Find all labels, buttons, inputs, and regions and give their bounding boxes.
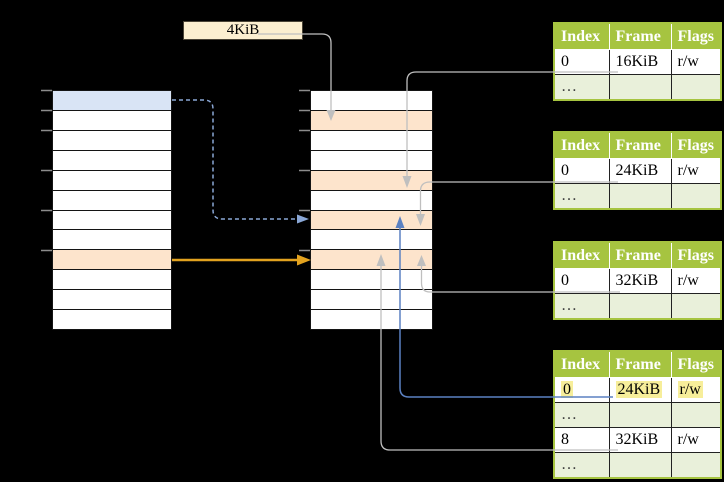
memory-row-white: [53, 289, 171, 310]
virtual-memory-table: [52, 90, 172, 330]
header-frame: Frame: [608, 23, 671, 50]
cell-flags: r/w: [670, 268, 721, 294]
highlighted-value: r/w: [677, 381, 703, 398]
page-table-row: …: [554, 402, 721, 428]
cell-index: 0: [554, 49, 609, 75]
memory-row-white: [311, 189, 432, 210]
cell-flags: r/w: [670, 158, 721, 184]
page-table-row: 0 24KiB r/w: [554, 377, 721, 403]
memory-row-white: [53, 109, 171, 130]
cell-index: …: [554, 183, 609, 209]
memory-row-white: [53, 169, 171, 190]
cell-flags: [670, 293, 721, 319]
cell-frame: [608, 74, 671, 100]
header-flags: Flags: [670, 242, 721, 269]
cell-frame: 24KiB: [608, 158, 671, 184]
cell-frame: 24KiB: [608, 377, 671, 403]
cell-index: 0: [554, 377, 609, 403]
memory-row-white: [53, 309, 171, 330]
memory-row-white: [311, 229, 432, 250]
header-flags: Flags: [670, 351, 721, 378]
memory-row-white: [53, 189, 171, 210]
header-frame: Frame: [608, 132, 671, 159]
memory-row-orange: [311, 209, 432, 230]
memory-row-white: [311, 269, 432, 290]
cell-index: 0: [554, 268, 609, 294]
header-index: Index: [554, 242, 609, 269]
cell-frame: [608, 452, 671, 478]
physical-memory-table: [310, 90, 433, 330]
memory-row-white: [311, 309, 432, 330]
page-table-row: …: [554, 74, 721, 100]
cell-flags: [670, 183, 721, 209]
cell-index: 8: [554, 427, 609, 453]
memory-row-white: [311, 129, 432, 150]
cell-frame: 16KiB: [608, 49, 671, 75]
memory-row-orange: [311, 169, 432, 190]
cell-index: …: [554, 74, 609, 100]
header-index: Index: [554, 351, 609, 378]
cell-index: …: [554, 402, 609, 428]
cell-flags: r/w: [670, 377, 721, 403]
arrowhead-right-icon: [297, 214, 309, 224]
highlighted-value: 0: [561, 381, 573, 398]
cell-frame: [608, 293, 671, 319]
cell-flags: [670, 74, 721, 100]
cell-flags: r/w: [670, 427, 721, 453]
cell-frame: [608, 183, 671, 209]
memory-row-blue: [53, 91, 171, 110]
cell-frame: 32KiB: [608, 427, 671, 453]
header-flags: Flags: [670, 132, 721, 159]
page-size-label-box: 4KiB: [183, 21, 303, 40]
header-frame: Frame: [608, 242, 671, 269]
memory-row-white: [53, 269, 171, 290]
memory-row-white: [53, 209, 171, 230]
header-index: Index: [554, 23, 609, 50]
cell-index: 0: [554, 158, 609, 184]
header-frame: Frame: [608, 351, 671, 378]
cell-flags: [670, 402, 721, 428]
page-table-row: …: [554, 452, 721, 478]
memory-row-orange: [311, 249, 432, 270]
cell-flags: r/w: [670, 49, 721, 75]
cell-index: …: [554, 452, 609, 478]
memory-row-white: [53, 149, 171, 170]
memory-row-orange: [53, 249, 171, 270]
page-table-row: …: [554, 293, 721, 319]
memory-row-white: [311, 149, 432, 170]
cell-flags: [670, 452, 721, 478]
memory-row-white: [53, 229, 171, 250]
memory-row-white: [53, 129, 171, 150]
cell-frame: [608, 402, 671, 428]
arrowhead-right-icon: [297, 254, 311, 266]
page-table-row: …: [554, 183, 721, 209]
highlighted-value: 24KiB: [615, 381, 663, 398]
header-index: Index: [554, 132, 609, 159]
header-flags: Flags: [670, 23, 721, 50]
connector-virtual-blue-dashed: [172, 99, 297, 220]
memory-row-white: [311, 91, 432, 110]
page-size-label: 4KiB: [226, 22, 260, 38]
cell-frame: 32KiB: [608, 268, 671, 294]
memory-row-white: [311, 289, 432, 310]
memory-row-orange: [311, 109, 432, 130]
cell-index: …: [554, 293, 609, 319]
